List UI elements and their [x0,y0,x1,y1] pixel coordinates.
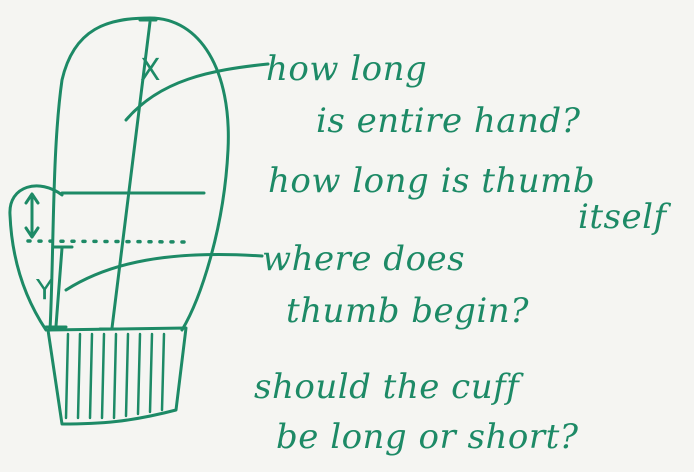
thumb-base-dotted-line [26,239,194,244]
hand-length-line [110,20,152,330]
note-hand-length-line2: is entire hand? [316,101,581,141]
leader-thumb-begin [64,253,264,292]
cuff-ribbing [64,332,166,420]
note-cuff-line1: should the cuff [254,367,520,407]
thumb-begin-measure [54,246,64,328]
note-hand-length-line1: how long [266,49,428,89]
mitten-cuff-outline [46,326,188,426]
thumb-begin-marker: Y [36,273,54,306]
note-thumb-begin-line1: where does [262,239,466,279]
mitten-hand-outline [48,16,230,332]
mitten-thumb-outline [8,184,64,332]
note-thumb-length-line1: how long is thumb [268,161,596,201]
note-thumb-begin-line2: thumb begin? [286,291,529,331]
note-cuff-line2: be long or short? [276,417,579,457]
hand-length-marker: X [140,53,161,88]
note-thumb-length-line2: itself [578,197,667,237]
leader-hand-length [124,62,270,122]
